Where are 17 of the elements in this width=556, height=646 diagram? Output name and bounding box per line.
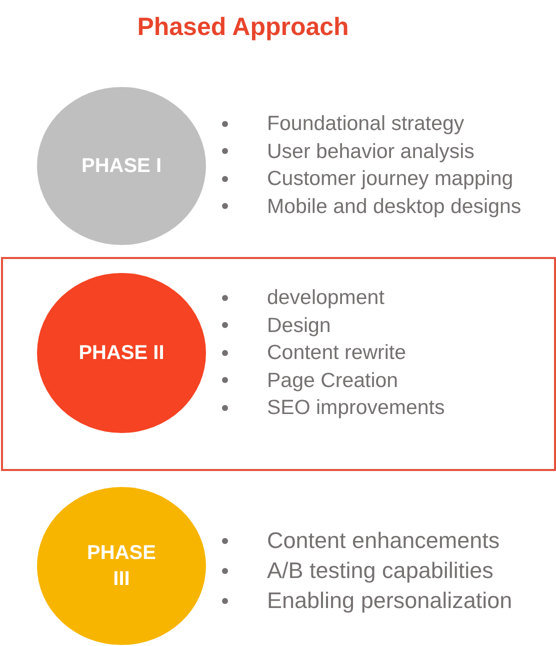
- highlight-frame: [1, 257, 556, 471]
- list-item: Foundational strategy: [267, 111, 464, 137]
- phase-circle: PHASE II: [37, 273, 206, 433]
- list-item: Enabling personalization: [267, 587, 512, 615]
- list-item: SEO improvements: [267, 395, 445, 421]
- phase-circle: PHASE III: [37, 487, 206, 645]
- list-item: Customer journey mapping: [267, 166, 514, 192]
- list-item: Content rewrite: [267, 340, 406, 366]
- phase-circle: PHASE I: [37, 87, 206, 245]
- list-item: Page Creation: [267, 368, 398, 394]
- list-item: Mobile and desktop designs: [267, 194, 522, 220]
- title: Phased Approach: [137, 12, 349, 42]
- list-item: development: [267, 285, 384, 311]
- list-item: Design: [267, 312, 331, 338]
- list-item: A/B testing capabilities: [267, 557, 494, 585]
- list-item: User behavior analysis: [267, 138, 474, 164]
- list-item: Content enhancements: [267, 527, 500, 555]
